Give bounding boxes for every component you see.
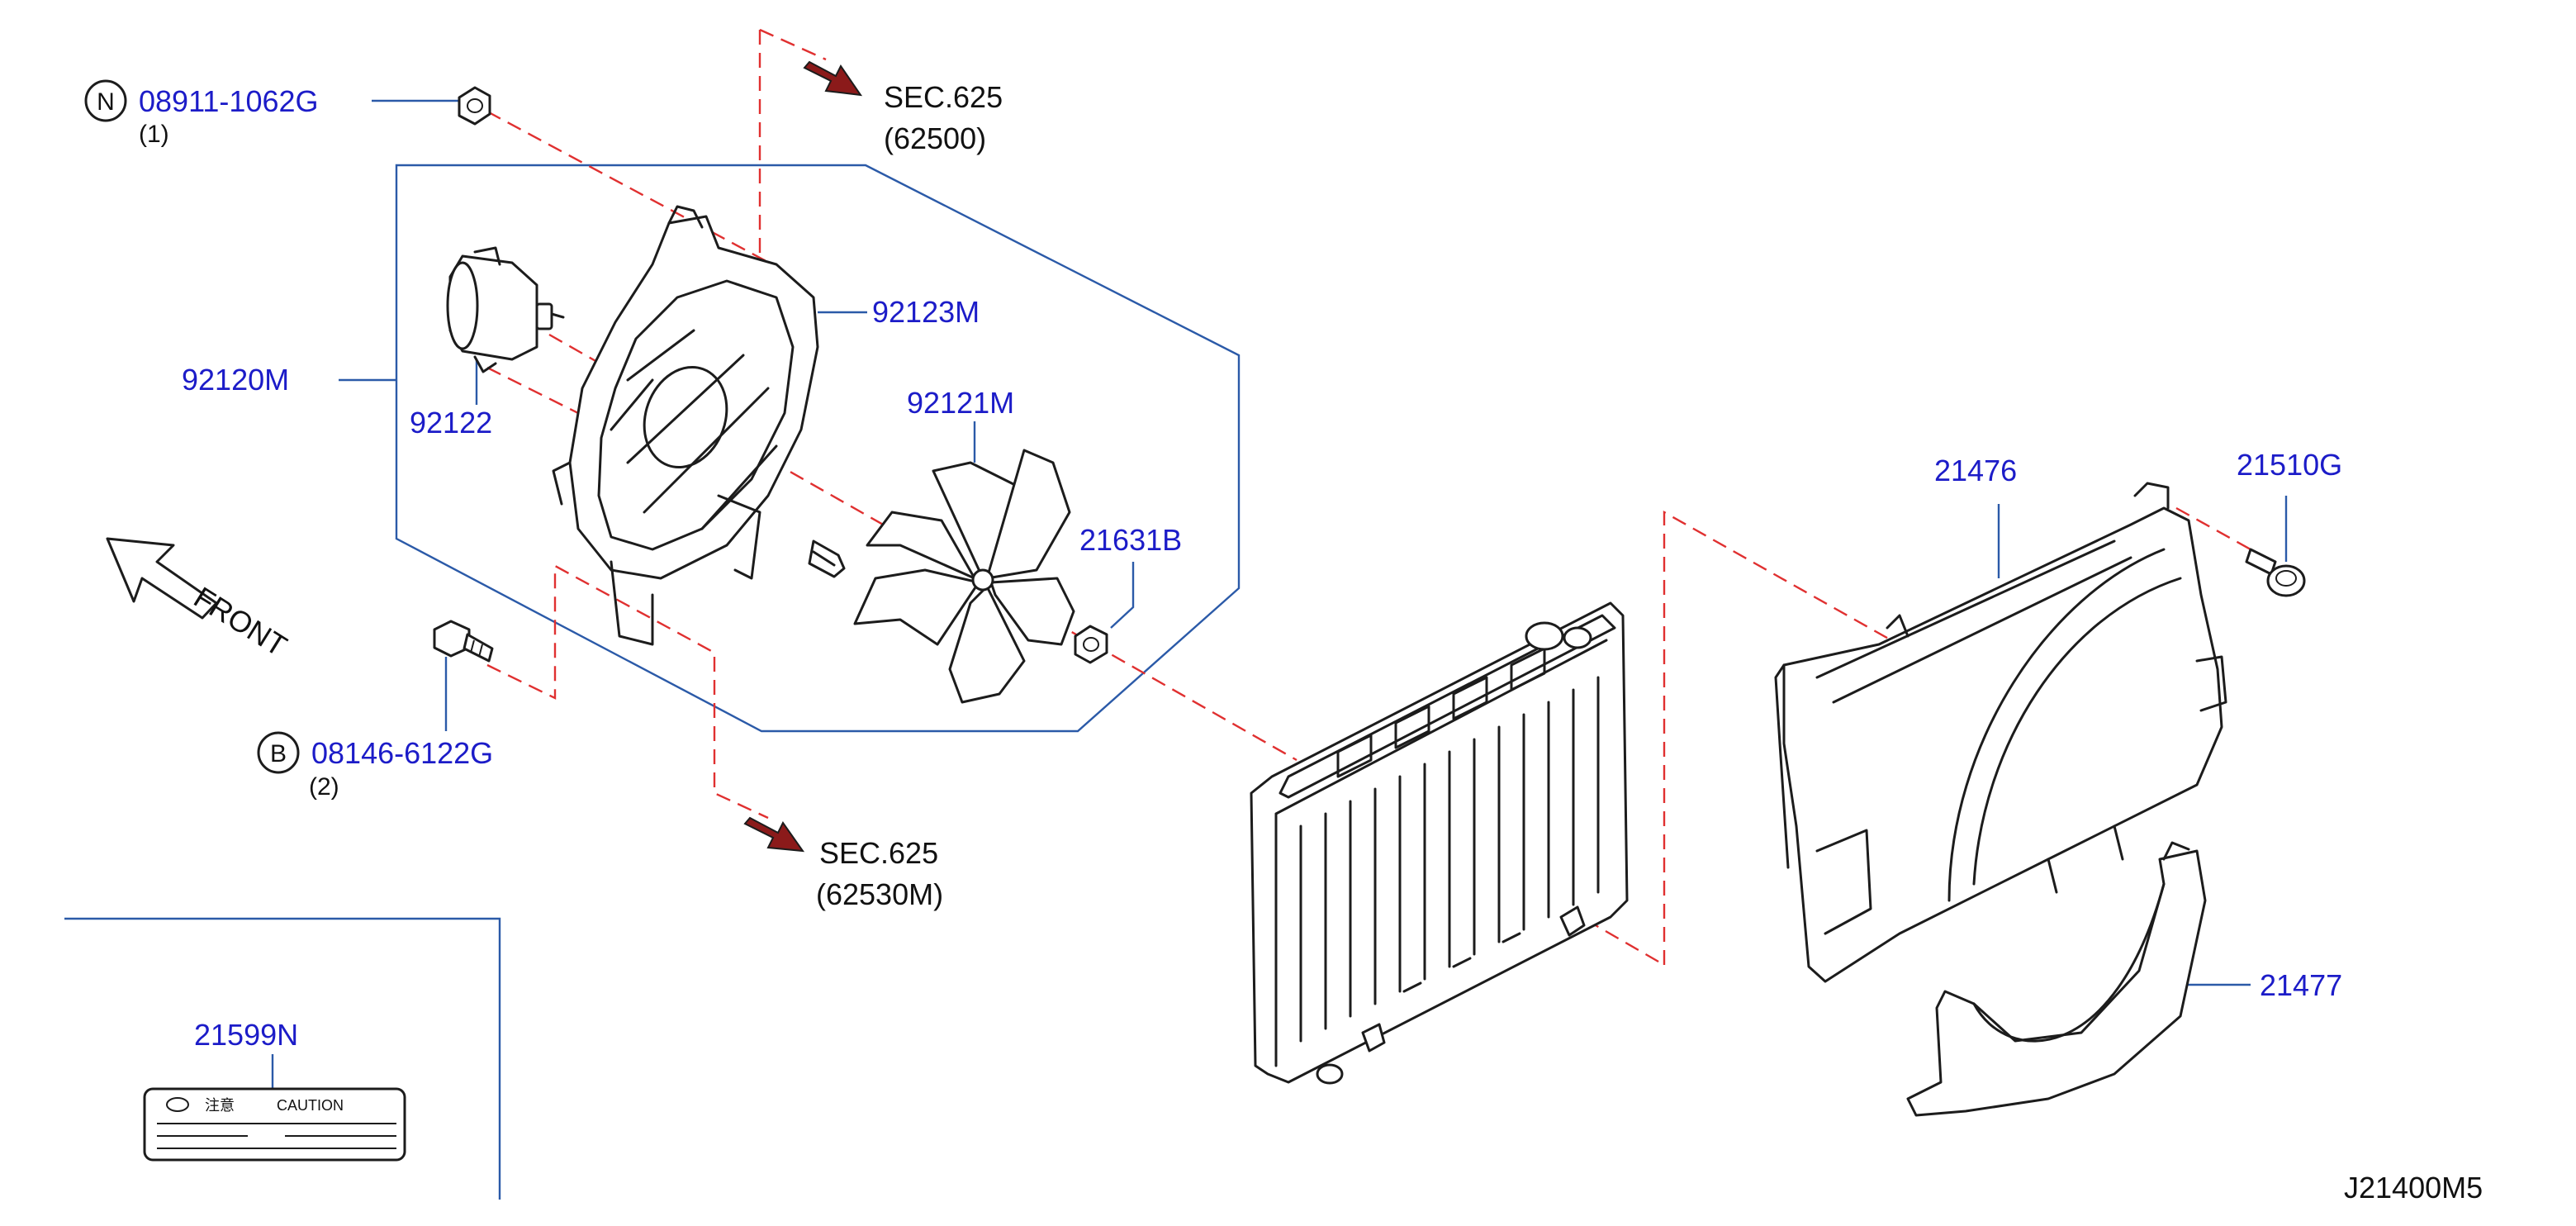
part-number-21510g[interactable]: 21510G [2237, 448, 2342, 482]
fan-assembly-outline [395, 164, 1241, 733]
arrow-sec-lower [743, 816, 805, 853]
leader-21631b [1110, 562, 1135, 629]
caution-label-part [143, 1087, 406, 1162]
radiator-shroud-lower-part [1906, 841, 2207, 1117]
part-number-21476[interactable]: 21476 [1934, 454, 2017, 487]
fan-nut-part [1074, 625, 1108, 664]
bolt-symbol-circle [257, 731, 300, 774]
part-number-21631b[interactable]: 21631B [1079, 523, 1182, 557]
bolt-symbol: B [270, 740, 287, 767]
center-line-shroud [1663, 510, 1892, 965]
part-number-bolt[interactable]: 08146-6122G [311, 736, 493, 770]
section-lower-title[interactable]: SEC.625 [819, 836, 938, 870]
motor-screw-part [808, 539, 846, 578]
part-number-92122[interactable]: 92122 [410, 406, 492, 440]
fan-blade-part [853, 449, 1075, 704]
center-line-nut [486, 110, 773, 266]
hex-nut-part [458, 86, 491, 126]
radiator-shroud-upper-part [1774, 482, 2227, 983]
center-line-bolt [486, 563, 769, 820]
part-number-21599n[interactable]: 21599N [194, 1018, 298, 1052]
front-label: FRONT [188, 580, 293, 663]
caution-label-text: CAUTION [277, 1097, 344, 1114]
inset-divider [64, 917, 501, 1200]
diagram-id: J21400M5 [2344, 1171, 2483, 1205]
part-number-92120m[interactable]: 92120M [182, 363, 289, 397]
shroud-clip-part [2245, 548, 2306, 597]
bolt-part [433, 620, 494, 663]
arrow-sec-upper [803, 60, 863, 97]
section-upper-title[interactable]: SEC.625 [884, 80, 1003, 114]
fan-motor-part [446, 246, 565, 373]
center-line-sec-upper-top [759, 28, 827, 61]
front-arrow [106, 537, 218, 620]
fan-shroud-part [552, 205, 819, 646]
nut-symbol: N [97, 88, 115, 116]
part-qty-nut: (1) [139, 121, 169, 148]
radiator-part [1250, 601, 1629, 1085]
section-lower-ref: (62530M) [816, 877, 943, 911]
center-line-clip [2175, 506, 2251, 551]
part-qty-bolt: (2) [309, 773, 339, 801]
nut-symbol-circle [84, 79, 127, 122]
part-number-92123m[interactable]: 92123M [872, 295, 980, 329]
caution-label-kanji: 注意 [205, 1097, 235, 1114]
section-upper-ref: (62500) [884, 121, 986, 155]
part-number-nut[interactable]: 08911-1062G [139, 84, 319, 118]
part-number-21477[interactable]: 21477 [2260, 968, 2342, 1002]
part-number-92121m[interactable]: 92121M [907, 386, 1014, 420]
